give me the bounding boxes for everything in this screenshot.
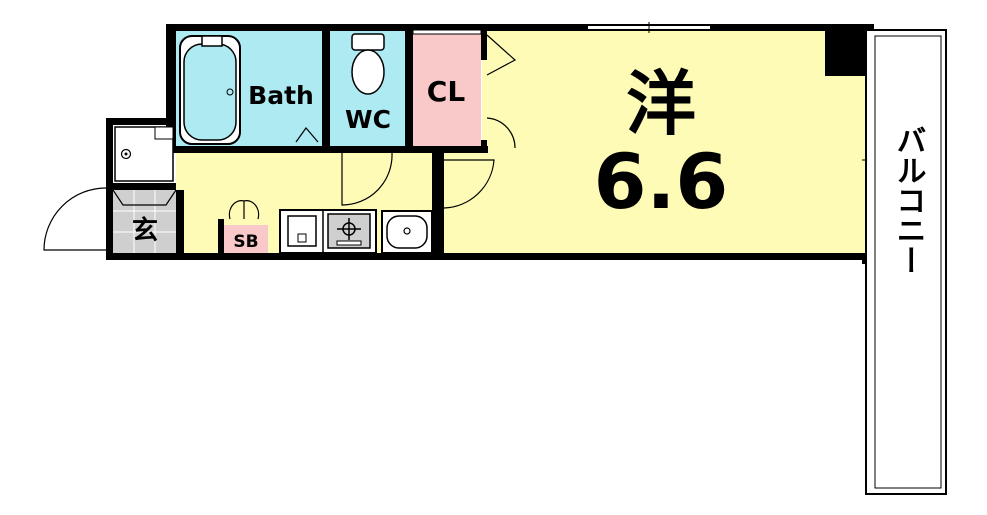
sink-icon — [287, 215, 317, 247]
shoe-box-area — [224, 225, 268, 253]
bath-label: Bath — [248, 81, 314, 110]
entrance-grid — [113, 190, 176, 253]
toilet-icon — [351, 33, 385, 95]
entrance-step — [112, 189, 177, 206]
stove-icon — [327, 213, 371, 249]
doors — [43, 34, 517, 251]
closet-area — [413, 30, 481, 150]
entrance-area — [113, 190, 178, 253]
entrance-label: 玄 — [132, 215, 158, 246]
western-room-label: 洋 — [626, 63, 696, 145]
western-room-area — [482, 30, 867, 256]
balcony — [862, 29, 947, 495]
western-room-size: 6.6 — [594, 137, 729, 226]
shoe-box-label: SB — [233, 232, 258, 252]
closet-label: CL — [427, 75, 466, 108]
closet-shelf — [412, 29, 482, 35]
washbasin-icon — [381, 210, 433, 254]
entrance-cabinet — [114, 126, 174, 182]
bathtub-icon — [179, 35, 241, 145]
shoe-box-doors — [228, 200, 260, 220]
wc-label: WC — [345, 105, 391, 134]
balcony-label: バルコニー — [891, 125, 926, 275]
